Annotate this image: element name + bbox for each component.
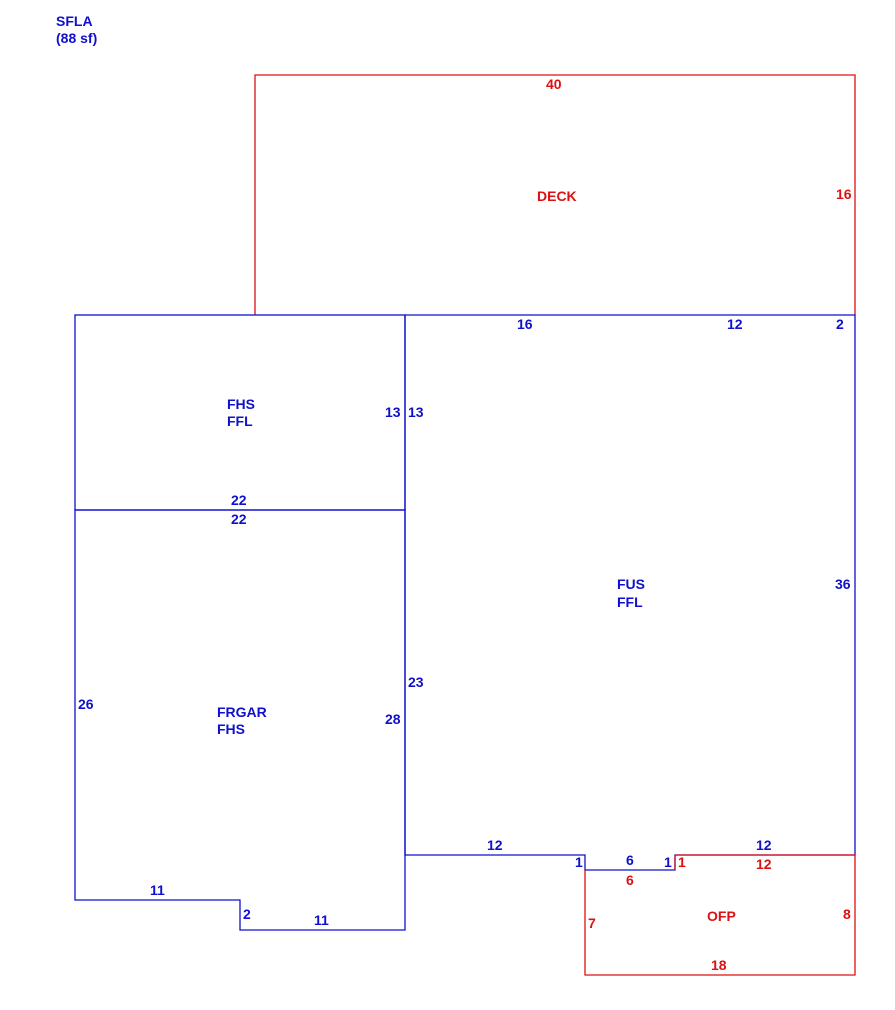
fhs-label-1: FHS [227,396,255,412]
dim-fus-bottom-left: 12 [487,837,503,853]
dim-fus-bottom-right: 12 [756,837,772,853]
sfla-title: SFLA [56,13,93,29]
frgar-label-1: FRGAR [217,704,267,720]
dim-fus-notch-right: 1 [664,854,672,870]
dim-fhs-bottom: 22 [231,492,247,508]
dim-frgar-top: 22 [231,511,247,527]
ofp-outline [584,854,856,976]
dim-ofp-left: 7 [588,915,596,931]
fus-label-1: FUS [617,576,645,592]
dim-deck-top: 40 [546,76,562,92]
ofp-label: OFP [707,908,736,924]
dim-ofp-notch-bottom: 6 [626,872,634,888]
sfla-area: (88 sf) [56,30,98,46]
dim-ofp-notch-right: 1 [678,854,686,870]
dim-frgar-left: 26 [78,696,94,712]
dim-deck-right: 16 [836,186,852,202]
dim-frgar-bottom-left: 11 [150,882,165,898]
dim-ofp-top: 12 [756,856,772,872]
dim-ofp-bottom: 18 [711,957,727,973]
dim-fus-notch-left: 1 [575,854,583,870]
dim-fus-top-b: 12 [727,316,743,332]
dim-fhs-right: 13 [385,404,401,420]
dim-fus-notch-bottom: 6 [626,852,634,868]
dim-fus-left-lower: 23 [408,674,424,690]
dim-frgar-right: 28 [385,711,401,727]
dim-fus-left-upper: 13 [408,404,424,420]
dim-fus-top-a: 16 [517,316,533,332]
sketch-header: SFLA (88 sf) [56,13,97,47]
fus-label-2: FFL [617,594,643,610]
dim-fus-top-c: 2 [836,316,844,332]
dim-fus-right: 36 [835,576,851,592]
frgar-label-2: FHS [217,721,245,737]
fus-outline [404,314,856,871]
deck-outline [254,74,856,315]
dim-ofp-right: 8 [843,906,851,922]
deck-label: DECK [537,188,577,204]
fhs-label-2: FFL [227,413,253,429]
frgar-outline [74,509,406,931]
dim-frgar-bottom-right: 11 [314,912,329,928]
dim-frgar-step: 2 [243,906,251,922]
